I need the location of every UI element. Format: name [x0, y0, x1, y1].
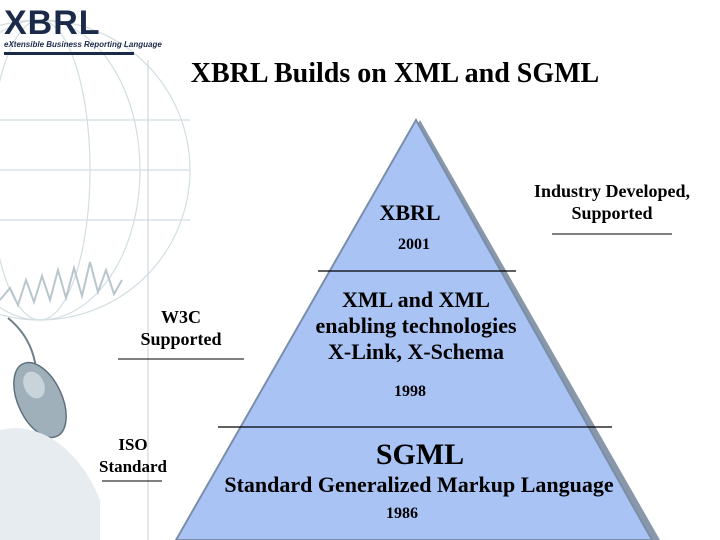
pyramid-top-year: 2001 — [398, 236, 430, 253]
pyramid-middle-line2: enabling technologies — [315, 313, 517, 338]
slide-title: XBRL Builds on XML and SGML — [190, 58, 600, 89]
hand-decoration — [0, 428, 100, 540]
iso-label: ISO Standard — [92, 434, 174, 478]
pyramid-middle-year: 1998 — [394, 383, 426, 400]
iso-label-line2: Standard — [98, 457, 168, 476]
industry-label-line1: Industry Developed, — [533, 181, 690, 201]
pyramid — [174, 117, 660, 540]
w3c-label: W3C Supported — [118, 306, 244, 350]
pyramid-middle-line1: XML and XML — [342, 287, 490, 312]
globe-decoration — [0, 19, 191, 321]
w3c-label-line1: W3C — [161, 307, 201, 327]
pyramid-bottom-year: 1986 — [386, 505, 418, 522]
pyramid-bottom-sublabel: Standard Generalized Markup Language — [224, 472, 614, 497]
pyramid-middle-line3: X-Link, X-Schema — [327, 339, 504, 364]
industry-label-line2: Supported — [571, 203, 653, 223]
pyramid-bottom-label: SGML — [375, 438, 465, 471]
logo-accent-bar — [4, 52, 134, 55]
w3c-label-line2: Supported — [140, 329, 222, 349]
iso-label-line1: ISO — [118, 435, 148, 454]
signal-wave-decoration — [0, 261, 123, 308]
pyramid-middle-text: XML and XML enabling technologies X-Link… — [276, 287, 556, 365]
xbrl-logo: XBRL — [4, 4, 101, 42]
mouse-icon — [7, 317, 67, 471]
xbrl-logo-tagline: eXtensible Business Reporting Language — [4, 40, 162, 49]
industry-label: Industry Developed, Supported — [522, 180, 702, 224]
pyramid-body — [174, 117, 654, 540]
pyramid-top-label: XBRL — [379, 200, 441, 225]
